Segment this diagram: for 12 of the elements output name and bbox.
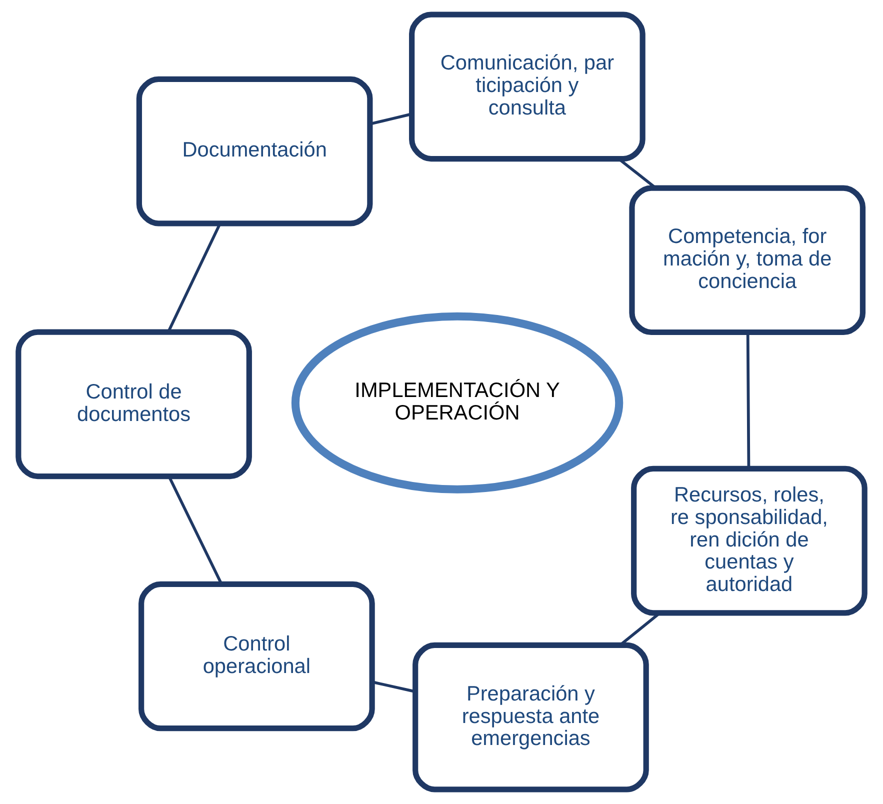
connector xyxy=(746,332,750,469)
node-box: Control operacional xyxy=(138,581,375,732)
connector xyxy=(372,680,416,693)
node-box: Comunicación, par ticipación y consulta xyxy=(409,12,646,162)
node-box: Control de documentos xyxy=(16,329,252,480)
node-box: Documentación xyxy=(136,76,373,226)
node-box: Preparación y respuesta ante emergencias xyxy=(412,642,649,792)
node-box: Recursos, roles, re sponsabilidad, ren dición de cuentas y autoridad xyxy=(631,466,868,616)
node-box: Competencia, for mación y, toma de conciencia xyxy=(629,185,866,336)
connector xyxy=(370,112,412,126)
connector xyxy=(167,223,222,332)
node-ellipse: IMPLEMENTACIÓN Y OPERACIÓN xyxy=(291,312,624,494)
